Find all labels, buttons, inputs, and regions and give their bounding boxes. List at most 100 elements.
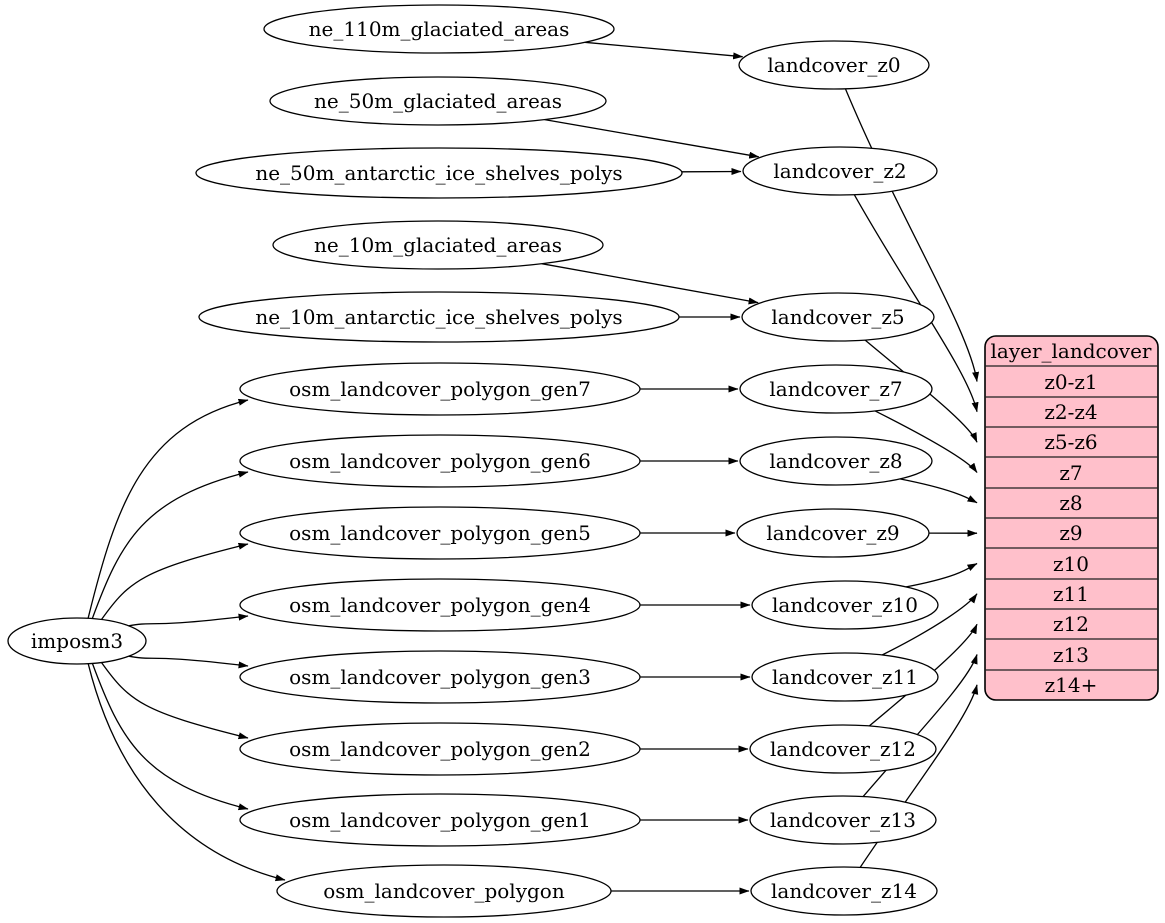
record-row-z10: z10 [1053, 552, 1089, 576]
record-row-z13: z13 [1053, 643, 1089, 667]
edge-landcover_z2-to-layer_landcover-z2-z4 [853, 194, 979, 413]
osm-landcover-polygon-gen2-label: osm_landcover_polygon_gen2 [289, 737, 591, 761]
landcover-z13-ellipse [749, 795, 937, 845]
node-imposm3: imposm3 [7, 617, 147, 665]
osm-landcover-polygon-gen1-ellipse [239, 793, 641, 847]
osm-landcover-polygon-gen6-label: osm_landcover_polygon_gen6 [289, 449, 591, 473]
node-ne-50m-glaciated-areas: ne_50m_glaciated_areas [269, 76, 607, 126]
ne-10m-glaciated-areas-ellipse [272, 220, 604, 270]
edge-landcover_z13-to-layer_landcover-z13 [862, 654, 978, 798]
osm-landcover-polygon-gen3-ellipse [239, 650, 641, 704]
landcover-z10-ellipse [751, 580, 939, 630]
landcover-z8-ellipse [739, 436, 933, 486]
landcover-z12-ellipse [749, 724, 937, 774]
edges-layer [87, 41, 980, 895]
osm-landcover-polygon-gen4-ellipse [239, 578, 641, 632]
node-ne-10m-glaciated-areas: ne_10m_glaciated_areas [272, 220, 604, 270]
landcover-z0-label: landcover_z0 [767, 53, 900, 77]
osm-landcover-polygon-gen7-label: osm_landcover_polygon_gen7 [289, 377, 591, 401]
landcover-z5-ellipse [741, 292, 935, 342]
record-row-z2-z4: z2-z4 [1044, 400, 1097, 424]
landcover-z11-ellipse [751, 652, 939, 702]
node-osm-landcover-polygon-gen6: osm_landcover_polygon_gen6 [239, 434, 641, 488]
ne-110m-glaciated-areas-label: ne_110m_glaciated_areas [309, 17, 570, 41]
node-landcover-z5: landcover_z5 [741, 292, 935, 342]
edge-ne_50m_glaciated_areas-to-landcover_z2 [544, 118, 760, 159]
landcover-z2-ellipse [742, 146, 938, 196]
landcover-z14-label: landcover_z14 [771, 879, 917, 903]
record-row-z7: z7 [1059, 461, 1082, 485]
landcover-z8-label: landcover_z8 [769, 449, 902, 473]
landcover-z9-ellipse [736, 508, 930, 558]
ne-10m-antarctic-ice-shelves-polys-label: ne_10m_antarctic_ice_shelves_polys [255, 305, 622, 329]
ne-50m-antarctic-ice-shelves-polys-label: ne_50m_antarctic_ice_shelves_polys [255, 161, 622, 185]
landcover-z9-label: landcover_z9 [766, 521, 899, 545]
node-ne-110m-glaciated-areas: ne_110m_glaciated_areas [263, 4, 615, 54]
osm-landcover-polygon-ellipse [276, 864, 612, 918]
node-landcover-z9: landcover_z9 [736, 508, 930, 558]
node-osm-landcover-polygon: osm_landcover_polygon [276, 864, 612, 918]
osm-landcover-polygon-gen4-label: osm_landcover_polygon_gen4 [289, 593, 591, 617]
record-row-z5-z6: z5-z6 [1044, 430, 1097, 454]
edge-imposm3-to-osm_landcover_polygon [87, 663, 286, 882]
edge-imposm3-to-osm_landcover_polygon_gen2 [100, 662, 249, 740]
osm-landcover-polygon-gen7-ellipse [239, 362, 641, 416]
ne-50m-glaciated-areas-label: ne_50m_glaciated_areas [314, 89, 562, 113]
osm-landcover-polygon-gen5-label: osm_landcover_polygon_gen5 [289, 521, 591, 545]
landcover-z7-ellipse [739, 364, 933, 414]
osm-landcover-polygon-gen6-ellipse [239, 434, 641, 488]
edge-landcover_z7-to-layer_landcover-z7 [874, 410, 978, 473]
node-landcover-z11: landcover_z11 [751, 652, 939, 702]
node-layer-landcover: layer_landcover z0-z1 z2-z4 z5-z6 z7 z8 … [984, 335, 1159, 701]
landcover-z5-label: landcover_z5 [771, 305, 904, 329]
landcover-z2-label: landcover_z2 [773, 159, 906, 183]
edge-landcover_z8-to-layer_landcover-z8 [899, 478, 978, 504]
edge-imposm3-to-osm_landcover_polygon_gen6 [91, 470, 249, 619]
node-osm-landcover-polygon-gen3: osm_landcover_polygon_gen3 [239, 650, 641, 704]
edge-landcover_z0-to-layer_landcover-z0-z1 [844, 88, 980, 382]
layer-landcover-title: layer_landcover [991, 339, 1152, 363]
ne-10m-antarctic-ice-shelves-polys-ellipse [198, 291, 680, 343]
landcover-z7-label: landcover_z7 [769, 377, 902, 401]
edge-imposm3-to-osm_landcover_polygon_gen3 [128, 655, 249, 669]
osm-landcover-polygon-gen5-ellipse [239, 506, 641, 560]
node-ne-50m-antarctic-ice-shelves-polys: ne_50m_antarctic_ice_shelves_polys [195, 147, 683, 199]
landcover-z10-label: landcover_z10 [772, 593, 918, 617]
node-ne-10m-antarctic-ice-shelves-polys: ne_10m_antarctic_ice_shelves_polys [198, 291, 680, 343]
edge-ne_110m_glaciated_areas-to-landcover_z0 [584, 41, 744, 60]
imposm3-label: imposm3 [31, 629, 123, 653]
node-landcover-z7: landcover_z7 [739, 364, 933, 414]
node-osm-landcover-polygon-gen4: osm_landcover_polygon_gen4 [239, 578, 641, 632]
osm-landcover-polygon-label: osm_landcover_polygon [323, 879, 565, 903]
node-osm-landcover-polygon-gen5: osm_landcover_polygon_gen5 [239, 506, 641, 560]
record-row-z0-z1: z0-z1 [1044, 370, 1097, 394]
node-landcover-z8: landcover_z8 [739, 436, 933, 486]
node-osm-landcover-polygon-gen7: osm_landcover_polygon_gen7 [239, 362, 641, 416]
ne-10m-glaciated-areas-label: ne_10m_glaciated_areas [314, 233, 562, 257]
record-row-z8: z8 [1059, 491, 1082, 515]
ne-50m-antarctic-ice-shelves-polys-ellipse [195, 147, 683, 199]
edge-imposm3-to-osm_landcover_polygon_gen1 [91, 663, 249, 811]
record-row-z14plus: z14+ [1045, 673, 1098, 697]
edge-landcover_z11-to-layer_landcover-z11 [881, 593, 978, 656]
node-landcover-z12: landcover_z12 [749, 724, 937, 774]
record-row-z12: z12 [1053, 612, 1089, 636]
ne-50m-glaciated-areas-ellipse [269, 76, 607, 126]
edge-landcover_z12-to-layer_landcover-z12 [868, 623, 978, 727]
edge-ne_10m_glaciated_areas-to-landcover_z5 [541, 263, 759, 305]
edge-landcover_z5-to-layer_landcover-z5-z6 [864, 339, 978, 443]
node-osm-landcover-polygon-gen2: osm_landcover_polygon_gen2 [239, 722, 641, 776]
osm-landcover-polygon-gen3-label: osm_landcover_polygon_gen3 [289, 665, 591, 689]
node-landcover-z2: landcover_z2 [742, 146, 938, 196]
landcover-z12-label: landcover_z12 [770, 737, 916, 761]
node-landcover-z10: landcover_z10 [751, 580, 939, 630]
landcover-z0-ellipse [738, 40, 930, 90]
landcover-z14-ellipse [750, 866, 938, 916]
landcover-z13-label: landcover_z13 [770, 808, 916, 832]
node-landcover-z14: landcover_z14 [750, 866, 938, 916]
osm-landcover-polygon-gen1-label: osm_landcover_polygon_gen1 [289, 808, 591, 832]
record-row-z11: z11 [1053, 582, 1089, 606]
imposm3-ellipse [7, 617, 147, 665]
edge-imposm3-to-osm_landcover_polygon_gen4 [128, 613, 249, 627]
